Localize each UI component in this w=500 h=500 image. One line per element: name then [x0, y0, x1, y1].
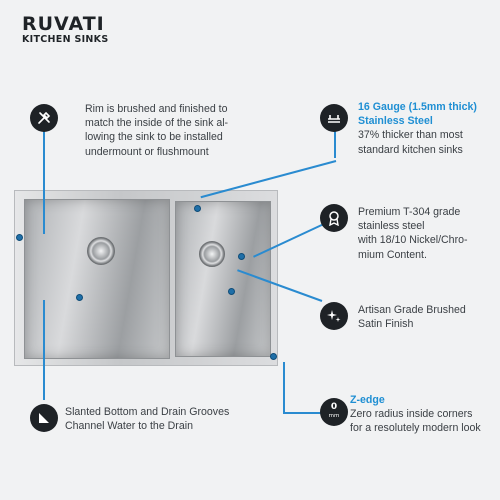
rim-text-line: lowing the sink to be installed [85, 131, 223, 144]
rim-text-line: match the inside of the sink al- [85, 117, 229, 130]
finish-dot [228, 288, 235, 295]
finish-text-line: Artisan Grade Brushed [358, 304, 466, 316]
steel-text-line: stainless steel [358, 220, 425, 233]
zedge-text-line: for a resolutely modern look [350, 422, 481, 435]
steel-text-line: Premium T-304 grade [358, 206, 461, 218]
zedge-callout: Z-edge Zero radius inside corners for a … [350, 393, 481, 436]
gauge-text-line: 37% thicker than most [358, 129, 463, 142]
slanted-text-line: Slanted Bottom and Drain Grooves [65, 406, 230, 418]
zedge-highlight-line: Z-edge [350, 394, 385, 406]
zedge-text-line: Zero radius inside corners [350, 408, 473, 421]
rim-callout: Rim is brushed and finished to match the… [85, 102, 228, 159]
gauge-callout: 16 Gauge (1.5mm thick) Stainless Steel 3… [358, 100, 477, 157]
zero-radius-icon: 0 mm [320, 398, 348, 426]
sink-image [14, 190, 278, 366]
thickness-gauge-icon [320, 104, 348, 132]
rim-text-line: Rim is brushed and finished to [85, 103, 228, 115]
sparkle-icon [320, 302, 348, 330]
gauge-highlight-line: Stainless Steel [358, 115, 433, 128]
steel-text-line: mium Content. [358, 248, 427, 261]
rim-leader-line [43, 124, 45, 234]
tools-icon [30, 104, 58, 132]
gauge-highlight-line: 16 Gauge (1.5mm thick) [358, 101, 477, 113]
gauge-text-line: standard kitchen sinks [358, 143, 463, 156]
rim-dot [16, 234, 23, 241]
slanted-leader-line [43, 300, 45, 400]
slanted-dot [76, 294, 83, 301]
finish-callout: Artisan Grade Brushed Satin Finish [358, 303, 466, 331]
right-drain [199, 241, 225, 267]
zero-radius-icon-value: 0 [330, 402, 338, 412]
zedge-leader-line-v [283, 362, 285, 414]
brand-logo: RUVATI KITCHEN SINKS [22, 14, 108, 45]
slanted-bottom-icon [30, 404, 58, 432]
quality-badge-icon [320, 204, 348, 232]
zedge-dot [270, 353, 277, 360]
finish-text-line: Satin Finish [358, 318, 414, 331]
right-bowl [175, 201, 271, 357]
steel-callout: Premium T-304 grade stainless steel with… [358, 205, 468, 262]
brand-name: RUVATI [22, 13, 105, 35]
left-bowl [24, 199, 170, 359]
steel-dot [238, 253, 245, 260]
left-drain [87, 237, 115, 265]
gauge-dot [194, 205, 201, 212]
brand-subtitle: KITCHEN SINKS [22, 34, 109, 45]
slanted-callout: Slanted Bottom and Drain Grooves Channel… [65, 405, 229, 433]
rim-text-line: undermount or flushmount [85, 145, 209, 158]
slanted-text-line: Channel Water to the Drain [65, 420, 193, 433]
zero-radius-icon-unit: mm [328, 413, 340, 419]
steel-text-line: with 18/10 Nickel/Chro- [358, 234, 468, 247]
gauge-leader-line-v [334, 120, 336, 158]
zedge-leader-line-h [283, 412, 323, 414]
